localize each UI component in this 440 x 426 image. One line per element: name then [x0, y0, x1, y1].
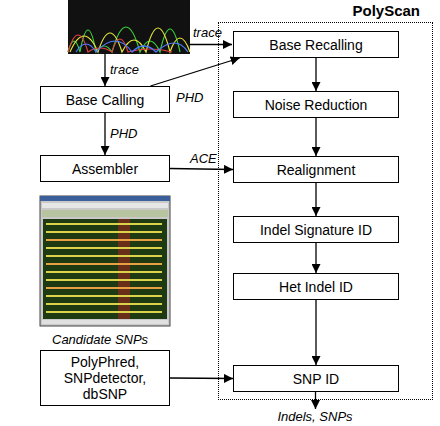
assembly-screenshot: [46, 287, 162, 289]
flow-arrow: [315, 118, 316, 156]
assembly-screenshot: [42, 210, 168, 217]
trace-chromatogram: [68, 0, 190, 54]
trace-chromatogram: [68, 35, 172, 52]
flow-arrow: [170, 377, 233, 379]
assembly-screenshot: [46, 263, 162, 265]
process-box: Base Recalling: [233, 31, 399, 58]
assembly-screenshot: [46, 295, 162, 297]
process-box: Assembler: [40, 155, 170, 182]
box-label: PolyPhred, SNPdetector, dbSNP: [54, 354, 156, 402]
process-box: Indel Signature ID: [233, 216, 399, 243]
process-box: SNP ID: [233, 365, 399, 392]
assembly-screenshot: [40, 196, 170, 326]
assembly-screenshot: [46, 255, 162, 257]
assembly-screenshot: [43, 219, 167, 319]
box-label: Noise Reduction: [265, 97, 368, 113]
edge-label: PHD: [176, 90, 203, 105]
assembly-screenshot: [46, 231, 162, 233]
assembly-screenshot: [46, 303, 162, 305]
trace-chromatogram: [70, 28, 190, 52]
assembly-screenshot: [46, 247, 162, 249]
flow-arrow: [315, 58, 316, 91]
assembly-screenshot: [42, 320, 168, 324]
flow-arrow: [315, 183, 316, 216]
flow-arrow: [170, 169, 233, 170]
box-label: SNP ID: [293, 371, 339, 387]
assembly-screenshot: [46, 311, 162, 313]
assembly-screenshot: [46, 223, 162, 225]
annotation-label: Indels, SNPs: [265, 409, 365, 424]
flow-arrow: [315, 392, 316, 409]
assembly-screenshot: [40, 196, 170, 201]
flow-arrow: [105, 45, 316, 410]
trace-chromatogram: [68, 0, 190, 54]
assembly-screenshot: [42, 203, 168, 208]
process-box: Base Calling: [40, 86, 170, 113]
flow-arrow: [315, 300, 316, 365]
process-box: PolyPhred, SNPdetector, dbSNP: [40, 350, 170, 406]
process-box: Noise Reduction: [233, 91, 399, 118]
process-box: Het Indel ID: [233, 273, 399, 300]
trace-chromatogram: [68, 27, 180, 52]
annotation-label: Candidate SNPs: [52, 332, 177, 347]
edge-label: ACE: [190, 151, 217, 166]
trace-chromatogram: [76, 41, 188, 52]
box-label: Realignment: [277, 162, 356, 178]
annotation-label: trace: [110, 62, 160, 77]
flow-arrow: [315, 243, 316, 273]
assembly-screenshot: [118, 219, 130, 319]
assembly-screenshot: [40, 196, 170, 326]
annotation-label: trace: [193, 25, 233, 40]
flow-arrow: [151, 58, 240, 86]
group-frame: PolyScanBase RecallingNoise ReductionRea…: [218, 22, 433, 400]
box-label: Assembler: [72, 161, 138, 177]
box-label: Base Calling: [66, 92, 145, 108]
assembly-screenshot: [46, 279, 162, 281]
box-label: Base Recalling: [269, 37, 362, 53]
process-box: Realignment: [233, 156, 399, 183]
box-label: Het Indel ID: [279, 279, 353, 295]
flow-arrow: [104, 54, 105, 86]
flow-arrow: [190, 44, 232, 45]
assembly-screenshot: [46, 239, 162, 241]
box-label: Indel Signature ID: [260, 222, 372, 238]
group-title: PolyScan: [352, 2, 420, 19]
edge-label: PHD: [110, 126, 137, 141]
flow-arrow: [104, 113, 105, 155]
assembly-screenshot: [46, 271, 162, 273]
